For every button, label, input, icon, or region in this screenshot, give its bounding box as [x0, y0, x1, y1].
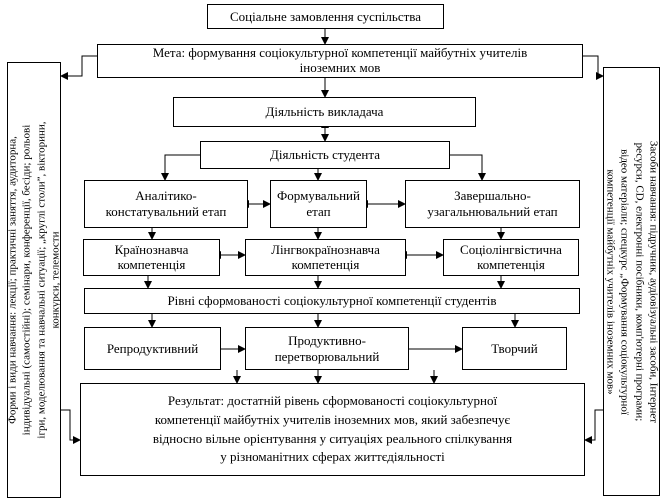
- teaching-means-text: Засоби навчання: підручник, аудіовізуаль…: [604, 140, 660, 423]
- stage-forming-box: Формувальний етап: [270, 180, 367, 228]
- result-label: Результат: достатній рівень сформованост…: [152, 392, 513, 465]
- competence-country-box: Країнознавча компетенція: [83, 239, 220, 276]
- level-creative-label: Творчий: [491, 340, 538, 356]
- social-order-box: Соціальне замовлення суспільства: [207, 4, 444, 29]
- stage-forming-label: Формувальний етап: [277, 188, 360, 219]
- teacher-activity-label: Діяльність викладача: [265, 104, 384, 120]
- arrow-student-final: [450, 154, 486, 181]
- stage-analytic-label: Аналітико- констатувальний етап: [105, 188, 227, 219]
- student-activity-label: Діяльність студента: [270, 147, 380, 163]
- competence-lingvo-box: Лінгвокраїнознавча компетенція: [245, 239, 406, 276]
- stage-final-box: Завершально- узагальнювальний етап: [405, 180, 580, 228]
- levels-box: Рівні сформованості соціокультурної комп…: [84, 288, 580, 314]
- level-reproductive-box: Репродуктивний: [84, 327, 221, 370]
- goal-box: Мета: формування соціокультурної компете…: [97, 44, 583, 78]
- competence-socio-label: Соціолінгвістична компетенція: [460, 241, 562, 272]
- level-reproductive-label: Репродуктивний: [106, 340, 199, 356]
- result-box: Результат: достатній рівень сформованост…: [80, 383, 585, 476]
- competence-country-label: Країнознавча компетенція: [114, 241, 189, 272]
- level-productive-label: Продуктивно- перетворювальний: [274, 332, 380, 364]
- teaching-means-panel: Засоби навчання: підручник, аудіовізуаль…: [603, 67, 660, 496]
- teacher-activity-box: Діяльність викладача: [173, 97, 476, 127]
- goal-label: Мета: формування соціокультурної компете…: [152, 45, 528, 75]
- level-creative-box: Творчий: [462, 327, 567, 370]
- competence-socio-box: Соціолінгвістична компетенція: [443, 239, 579, 276]
- competence-lingvo-label: Лінгвокраїнознавча компетенція: [271, 241, 380, 272]
- arrow-left-result: [61, 409, 81, 444]
- stage-analytic-box: Аналітико- констатувальний етап: [84, 180, 248, 228]
- arrow-right-result: [584, 409, 603, 444]
- connector-lines: [60, 29, 604, 444]
- levels-label: Рівні сформованості соціокультурної комп…: [167, 293, 497, 309]
- social-order-label: Соціальне замовлення суспільства: [229, 8, 422, 24]
- teaching-forms-text: Форми і види навчання: лекції; практичні…: [7, 121, 61, 439]
- teaching-forms-panel: Форми і види навчання: лекції; практичні…: [7, 62, 61, 498]
- stage-final-label: Завершально- узагальнювальний етап: [427, 188, 558, 219]
- arrow-student-analytic: [161, 154, 200, 181]
- frame-right: [583, 55, 604, 80]
- frame-left: [60, 55, 97, 80]
- level-productive-box: Продуктивно- перетворювальний: [245, 327, 409, 370]
- student-activity-box: Діяльність студента: [200, 141, 450, 169]
